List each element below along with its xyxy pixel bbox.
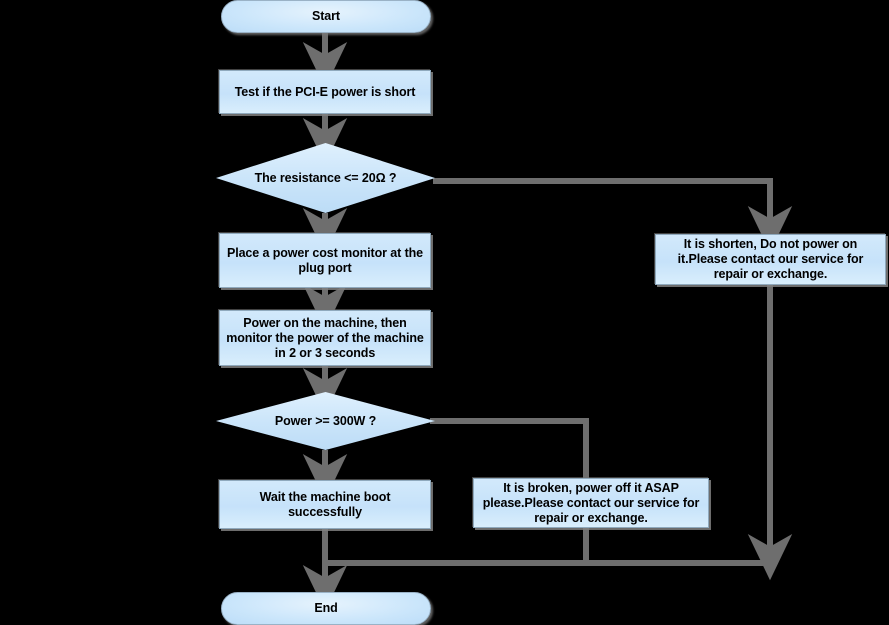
node-end-label: End: [314, 601, 338, 615]
node-place-meter[interactable]: Place a power cost monitor at the plug p…: [219, 233, 431, 288]
node-resistance-decision-label: The resistance <= 20Ω ?: [254, 170, 397, 185]
node-wait-boot-label: Wait the machine boot successfully: [259, 489, 391, 519]
node-end[interactable]: End: [221, 592, 431, 625]
node-shorten-message-label: It is shorten, Do not power on it.Please…: [677, 237, 864, 281]
node-resistance-decision[interactable]: The resistance <= 20Ω ?: [216, 143, 435, 213]
node-power-on[interactable]: Power on the machine, then monitor the p…: [219, 310, 431, 366]
node-shorten-message[interactable]: It is shorten, Do not power on it.Please…: [655, 234, 886, 285]
node-power-decision-label: Power >= 300W ?: [274, 413, 377, 428]
node-wait-boot[interactable]: Wait the machine boot successfully: [219, 480, 431, 529]
node-start-label: Start: [312, 9, 340, 23]
edge-resistance-to-shorten: [433, 178, 793, 253]
node-broken-message[interactable]: It is broken, power off it ASAP please.P…: [473, 478, 709, 528]
node-broken-message-label: It is broken, power off it ASAP please.P…: [482, 480, 700, 525]
node-place-meter-label: Place a power cost monitor at the plug p…: [226, 245, 424, 275]
node-test-short[interactable]: Test if the PCI-E power is short: [219, 70, 431, 114]
node-start[interactable]: Start: [221, 0, 431, 33]
node-power-decision[interactable]: Power >= 300W ?: [216, 392, 435, 450]
node-test-short-label: Test if the PCI-E power is short: [234, 84, 416, 99]
node-power-on-label: Power on the machine, then monitor the p…: [226, 315, 424, 360]
